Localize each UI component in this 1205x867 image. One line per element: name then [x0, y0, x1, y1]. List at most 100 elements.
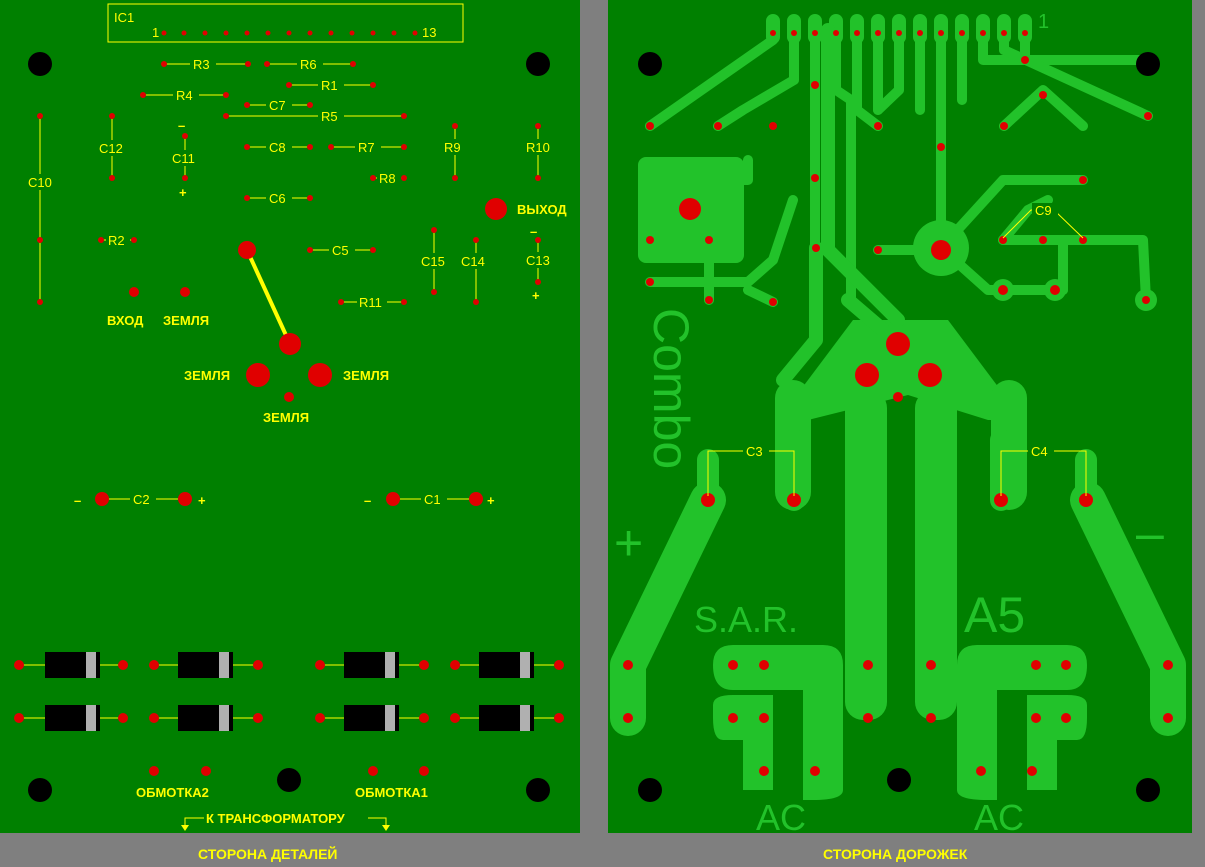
svg-text:C6: C6	[269, 191, 286, 206]
svg-text:–: –	[530, 224, 537, 239]
input-label: ВХОД	[107, 313, 144, 328]
svg-text:R10: R10	[526, 140, 550, 155]
r7: R7	[328, 140, 407, 155]
svg-text:C5: C5	[332, 243, 349, 258]
ground-pad	[246, 363, 270, 387]
svg-text:C14: C14	[461, 254, 485, 269]
ac-blocks	[713, 645, 1087, 800]
diode	[315, 705, 429, 731]
c7: C7	[244, 98, 313, 113]
jumper-pad	[238, 241, 256, 259]
svg-text:C10: C10	[28, 175, 52, 190]
pads	[623, 30, 1173, 776]
svg-text:C13: C13	[526, 253, 550, 268]
svg-text:C15: C15	[421, 254, 445, 269]
jumper-wire	[245, 249, 292, 345]
c9-outline: C9	[1002, 203, 1084, 239]
mount-hole	[638, 778, 662, 802]
a5-label: A5	[964, 587, 1025, 643]
diode	[149, 705, 263, 731]
r8: R8	[370, 171, 407, 186]
output-pad	[485, 198, 507, 220]
combo-label: Combo	[643, 308, 699, 469]
r9: R9	[442, 123, 468, 181]
c11: C11–+	[170, 118, 202, 200]
svg-text:–: –	[364, 493, 371, 508]
c3-outline: C3	[707, 444, 795, 496]
sar-label: S.A.R.	[694, 599, 798, 640]
component-side-drawing: IC1 1 13 R3 R6 R1 R4 C7 R5 C8 R7 R8 C6 R…	[14, 3, 567, 831]
c2: C2 – +	[74, 492, 206, 508]
r1: R1	[286, 78, 376, 93]
ac-right-label: AC	[974, 797, 1024, 833]
r4: R4	[140, 88, 229, 103]
ground-label: ЗЕМЛЯ	[343, 368, 389, 383]
c4-outline: C4	[1000, 444, 1087, 496]
ground-label: ЗЕМЛЯ	[163, 313, 209, 328]
svg-text:+: +	[532, 288, 540, 303]
svg-text:C3: C3	[746, 444, 763, 459]
winding1-pad	[419, 766, 429, 776]
ic1-pin-first: 1	[152, 25, 159, 40]
c1: C1 – +	[364, 492, 495, 508]
r11: R11	[338, 295, 407, 310]
input-pad	[129, 287, 139, 297]
jumper-pad	[279, 333, 301, 355]
r5: R5	[223, 109, 407, 124]
ic1-label: IC1	[114, 10, 134, 25]
svg-text:R6: R6	[300, 57, 317, 72]
diode	[450, 652, 564, 678]
mount-hole	[1136, 52, 1160, 76]
svg-text:C2: C2	[133, 492, 150, 507]
diode	[149, 652, 263, 678]
ground-pad	[308, 363, 332, 387]
to-transformer-label: К ТРАНСФОРМАТОРУ	[206, 811, 346, 826]
power-tracks	[776, 23, 905, 387]
svg-text:R4: R4	[176, 88, 193, 103]
ic1-pins	[161, 30, 418, 36]
ground-pad	[180, 287, 190, 297]
c15: C15	[419, 227, 451, 295]
ic1-pin-last: 13	[422, 25, 436, 40]
diode	[14, 705, 128, 731]
svg-text:+: +	[179, 185, 187, 200]
mount-hole	[526, 52, 550, 76]
svg-text:C12: C12	[99, 141, 123, 156]
ic1-outline	[107, 3, 464, 43]
ac-left-label: AC	[756, 797, 806, 833]
ground-pad	[284, 392, 294, 402]
to-transformer-arrows	[181, 817, 390, 831]
ground-label: ЗЕМЛЯ	[184, 368, 230, 383]
svg-text:C4: C4	[1031, 444, 1048, 459]
r2: R2	[98, 233, 137, 248]
c12: C12	[97, 113, 129, 181]
ground-label: ЗЕМЛЯ	[263, 410, 309, 425]
minus-sign: –	[1136, 505, 1164, 561]
svg-text:C11: C11	[172, 151, 195, 166]
component-side-caption: СТОРОНА ДЕТАЛЕЙ	[198, 846, 338, 862]
mount-hole	[28, 52, 52, 76]
svg-text:R5: R5	[321, 109, 338, 124]
svg-text:R9: R9	[444, 140, 461, 155]
c14: C14	[459, 237, 491, 305]
r3: R3	[161, 57, 251, 72]
diode	[315, 652, 429, 678]
svg-text:C7: C7	[269, 98, 286, 113]
r6: R6	[264, 57, 356, 72]
r10: R10	[524, 123, 556, 181]
winding2-label: ОБМОТКА2	[136, 785, 209, 800]
svg-text:R3: R3	[193, 57, 210, 72]
svg-text:C9: C9	[1035, 203, 1052, 218]
winding2-pad	[149, 766, 159, 776]
svg-text:–: –	[74, 493, 81, 508]
svg-text:R2: R2	[108, 233, 125, 248]
mount-hole	[638, 52, 662, 76]
pin1-label: 1	[1038, 11, 1049, 33]
c5: C5	[307, 243, 376, 258]
svg-text:C1: C1	[424, 492, 441, 507]
mount-hole	[277, 768, 301, 792]
output-pad	[679, 198, 701, 220]
mount-hole	[887, 768, 911, 792]
track-side-drawing: 1	[610, 11, 1186, 838]
svg-text:R11: R11	[359, 295, 382, 310]
